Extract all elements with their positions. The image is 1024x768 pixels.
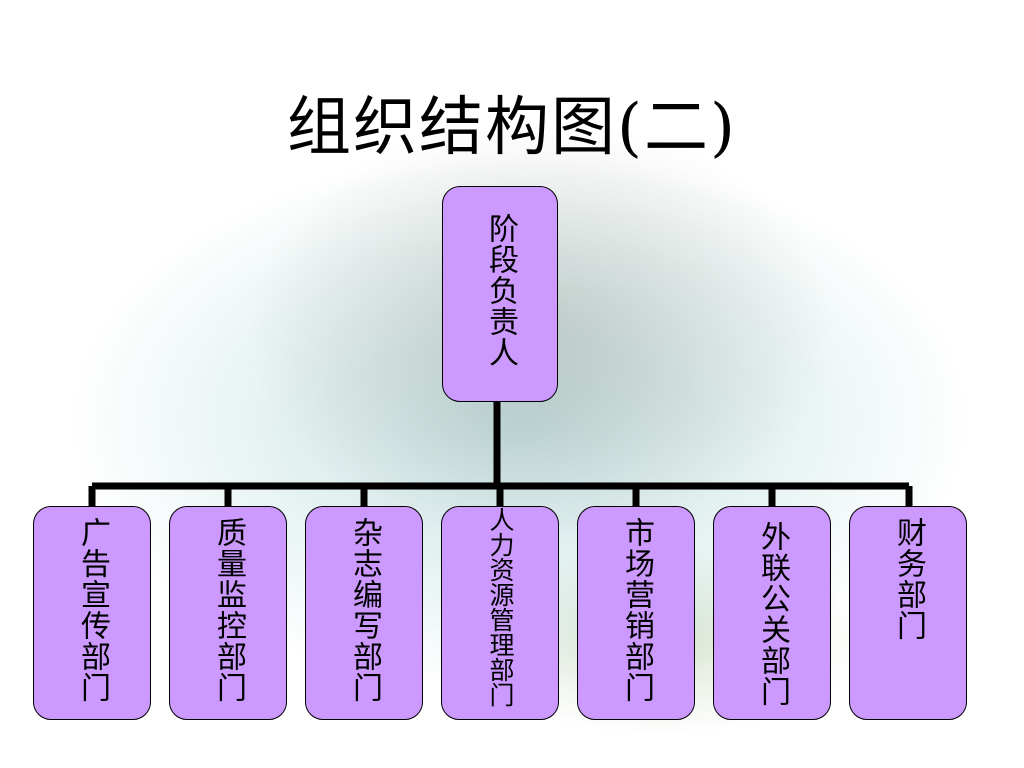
slide-title: 组织结构图(二) bbox=[287, 91, 737, 165]
org-node-label: 市场营销部门 bbox=[619, 517, 654, 703]
org-node-label: 人力资源管理部门 bbox=[486, 507, 515, 707]
org-node-label: 广告宣传部门 bbox=[75, 517, 110, 703]
org-node-hr-dept[interactable]: 人力资源管理部门 bbox=[441, 506, 559, 720]
org-node-label: 质量监控部门 bbox=[211, 517, 246, 703]
org-node-advertising-dept[interactable]: 广告宣传部门 bbox=[33, 506, 151, 720]
org-node-label: 阶段负责人 bbox=[483, 213, 518, 368]
org-node-label: 杂志编写部门 bbox=[347, 517, 382, 703]
org-node-marketing-dept[interactable]: 市场营销部门 bbox=[577, 506, 695, 720]
org-node-stage-lead[interactable]: 阶段负责人 bbox=[442, 186, 558, 402]
org-node-magazine-dept[interactable]: 杂志编写部门 bbox=[305, 506, 423, 720]
org-node-label: 财务部门 bbox=[891, 517, 926, 641]
org-node-finance-dept[interactable]: 财务部门 bbox=[849, 506, 967, 720]
org-node-quality-dept[interactable]: 质量监控部门 bbox=[169, 506, 287, 720]
org-node-label: 外联公关部门 bbox=[755, 521, 790, 707]
org-node-pr-dept[interactable]: 外联公关部门 bbox=[713, 506, 831, 720]
